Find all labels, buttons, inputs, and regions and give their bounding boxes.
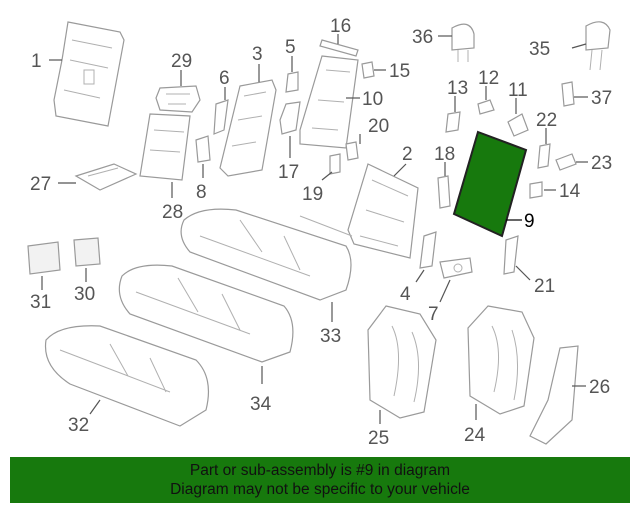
- part-9-highlighted-panel: [452, 130, 528, 238]
- callout-15: 15: [389, 61, 410, 82]
- callout-13: 13: [447, 78, 468, 99]
- part-31-cover: [27, 241, 61, 275]
- callout-5: 5: [285, 37, 296, 58]
- part-24-backrest-cushion: [467, 305, 535, 415]
- callout-12: 12: [478, 68, 499, 89]
- part-9-fill: [452, 130, 528, 238]
- part-12-cap: [477, 99, 495, 115]
- parts-diagram: 1 29 3 5 6 16 15 10 17: [27, 16, 612, 449]
- callout-31: 31: [30, 292, 51, 313]
- part-36-headrest: [451, 23, 475, 62]
- part-16-rail: [319, 39, 359, 57]
- part-3-seatback-frame: [219, 79, 277, 177]
- part-18-bracket: [437, 175, 451, 209]
- part-26-side-bolster: [529, 345, 579, 445]
- part-8-hook: [195, 135, 211, 163]
- callout-1: 1: [31, 51, 42, 72]
- part-13-trim: [445, 111, 461, 133]
- callout-32: 32: [68, 415, 89, 436]
- part-32-seat-base: [44, 325, 209, 427]
- part-6-bracket: [213, 99, 229, 135]
- callout-27: 27: [30, 174, 51, 195]
- part-29-bracket: [155, 85, 201, 113]
- callout-17: 17: [278, 162, 299, 183]
- callout-7: 7: [428, 304, 439, 325]
- part-35-headrest: [585, 21, 611, 71]
- part-37-guide: [561, 81, 575, 107]
- part-10-back-panel: [299, 55, 359, 149]
- callout-18: 18: [434, 144, 455, 165]
- callout-22: 22: [536, 110, 557, 131]
- footer-line-2: Diagram may not be specific to your vehi…: [170, 481, 470, 498]
- part-14-clip: [529, 181, 543, 199]
- callout-36: 36: [412, 27, 433, 48]
- part-21-bracket: [503, 235, 519, 275]
- callout-23: 23: [591, 153, 612, 174]
- part-22-hinge: [537, 143, 551, 169]
- callout-34: 34: [250, 394, 272, 415]
- callout-35: 35: [529, 39, 550, 60]
- callout-21: 21: [534, 276, 555, 297]
- callout-2: 2: [402, 144, 413, 165]
- footer-line-1: Part or sub-assembly is #9 in diagram: [189, 462, 451, 479]
- callout-30: 30: [74, 284, 95, 305]
- callout-10: 10: [362, 89, 383, 110]
- callout-19: 19: [302, 184, 323, 205]
- callout-4: 4: [400, 284, 411, 305]
- part-5-clip: [285, 71, 299, 93]
- part-25-backrest-cushion: [367, 305, 437, 419]
- callout-24: 24: [464, 425, 486, 446]
- info-banner: Part or sub-assembly is #9 in diagram Di…: [10, 457, 630, 503]
- part-33-seat-cushion: [180, 208, 352, 301]
- part-23-clip: [555, 153, 577, 171]
- callout-26: 26: [589, 377, 610, 398]
- part-27-armrest: [74, 163, 138, 191]
- part-30-cover: [73, 237, 101, 267]
- part-34-seat-cushion: [118, 264, 294, 363]
- callout-6: 6: [219, 68, 230, 89]
- part-20-clip: [345, 141, 359, 161]
- part-11-guide: [507, 113, 529, 137]
- part-17-bracket: [279, 101, 301, 135]
- callout-11: 11: [508, 80, 528, 101]
- callout-37: 37: [591, 88, 612, 109]
- callout-28: 28: [162, 202, 183, 223]
- callout-9: 9: [524, 211, 535, 232]
- callout-14: 14: [559, 181, 581, 202]
- part-4-latch: [419, 231, 437, 269]
- callout-16: 16: [330, 16, 351, 37]
- part-1-seat-back-panel: [53, 21, 125, 127]
- callout-33: 33: [320, 326, 341, 347]
- callout-20: 20: [368, 116, 389, 137]
- part-2-seatback-frame: [299, 163, 419, 259]
- callout-29: 29: [171, 51, 192, 72]
- part-7-linkage: [439, 257, 473, 279]
- part-19-clip: [329, 153, 341, 175]
- part-28-frame: [139, 113, 191, 181]
- callout-3: 3: [252, 44, 263, 65]
- part-15-clip: [361, 61, 375, 79]
- callout-8: 8: [196, 182, 207, 203]
- callout-25: 25: [368, 428, 389, 449]
